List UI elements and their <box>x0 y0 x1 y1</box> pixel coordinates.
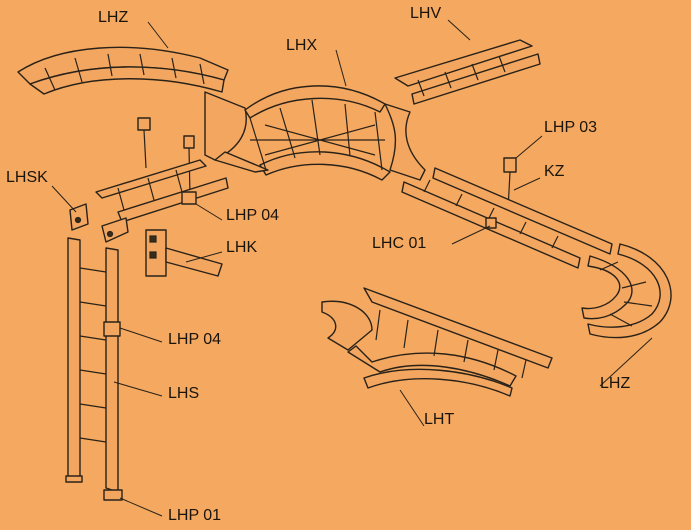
top-hangers <box>137 117 195 197</box>
lhs-vertical-ladder <box>65 237 123 501</box>
label-lhp04-mid: LHP 04 <box>168 331 221 348</box>
left-short-section <box>95 159 229 223</box>
label-lhp03: LHP 03 <box>544 119 597 136</box>
lhk-wall-bracket <box>145 229 223 277</box>
lhsk-brackets <box>69 203 129 243</box>
lht-tee-piece <box>321 287 553 397</box>
lhv-straight-section <box>394 39 541 105</box>
label-lhp01: LHP 01 <box>168 507 221 524</box>
label-lhz-right: LHZ <box>600 375 630 392</box>
lhx-cross-piece <box>204 85 426 181</box>
label-lhz-top: LHZ <box>98 9 128 26</box>
label-lhsk: LHSK <box>6 169 48 186</box>
leader-lines <box>51 19 653 517</box>
label-lhk: LHK <box>226 239 257 256</box>
lhz-right-bend <box>581 243 672 339</box>
label-lhs: LHS <box>168 385 199 402</box>
label-lht: LHT <box>424 411 454 428</box>
lhz-top-bend <box>17 46 229 95</box>
label-lhc01: LHC 01 <box>372 235 426 252</box>
label-lhv: LHV <box>410 5 441 22</box>
lhc01-straight-section <box>401 167 613 269</box>
label-lhx: LHX <box>286 37 317 54</box>
label-kz: KZ <box>544 163 565 180</box>
label-lhp04-top: LHP 04 <box>226 207 279 224</box>
